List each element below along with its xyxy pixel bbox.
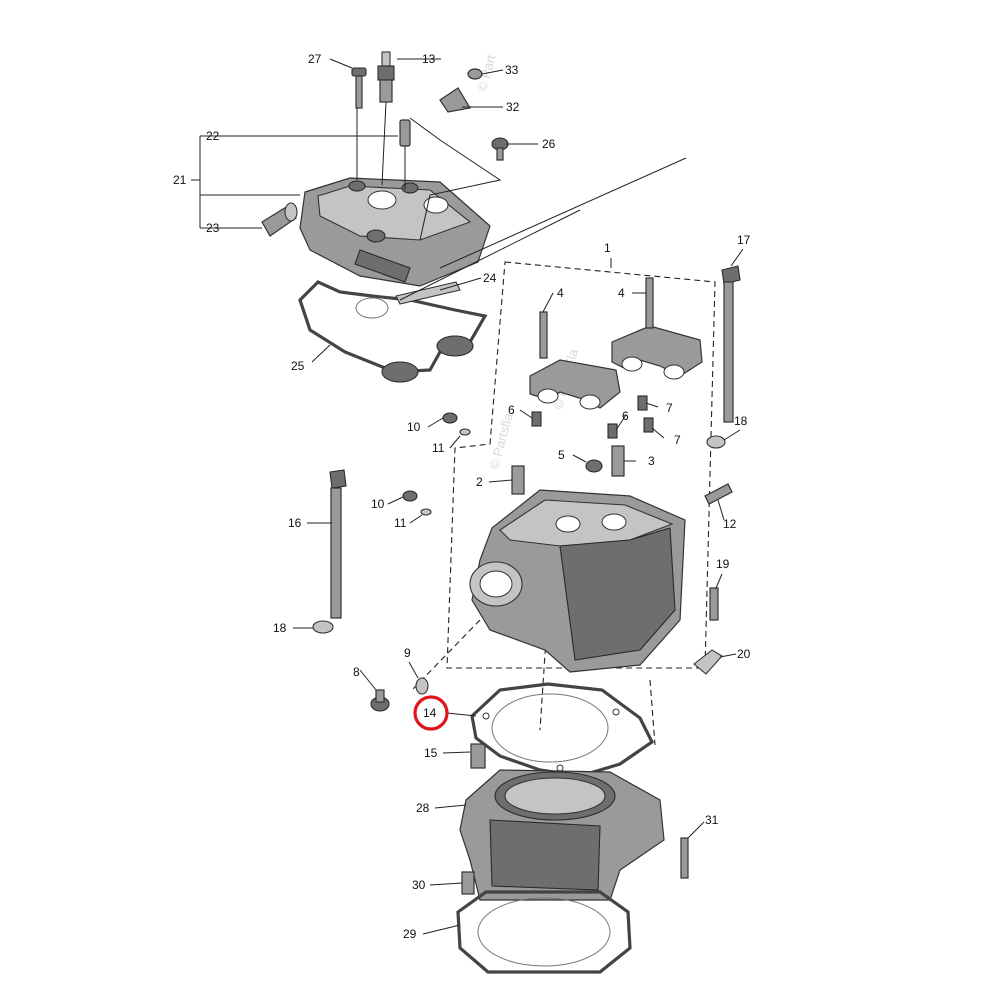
callout-6[interactable]: 6 <box>508 403 515 417</box>
callout-2[interactable]: 2 <box>476 475 483 489</box>
bolt-33 <box>467 68 483 80</box>
highlight-ring <box>413 695 449 731</box>
callout-10[interactable]: 10 <box>371 497 385 511</box>
dowel-7 <box>637 395 648 411</box>
camshaft-cap-right <box>611 325 703 380</box>
callout-29[interactable]: 29 <box>403 927 417 941</box>
callout-4[interactable]: 4 <box>557 286 564 300</box>
callout-labels: 1 2 3 4 4 5 6 6 7 7 8 9 10 10 11 11 12 1… <box>173 52 751 941</box>
bolt-19 <box>709 587 719 621</box>
callout-1[interactable]: 1 <box>604 241 611 255</box>
callout-27[interactable]: 27 <box>308 52 322 66</box>
callout-25[interactable]: 25 <box>291 359 305 373</box>
callout-18[interactable]: 18 <box>273 621 287 635</box>
bolt-31 <box>680 837 689 879</box>
callout-18[interactable]: 18 <box>734 414 748 428</box>
camshaft-cap-left <box>529 359 621 410</box>
callout-21[interactable]: 21 <box>173 173 187 187</box>
cylinder-head <box>469 489 686 673</box>
bolt-10 <box>442 412 458 424</box>
dowel-30 <box>461 871 475 895</box>
bolt-26 <box>491 137 509 161</box>
bolt-22 <box>399 119 411 147</box>
washer-18 <box>312 620 334 634</box>
bolt-4 <box>539 311 548 359</box>
callout-33[interactable]: 33 <box>505 63 519 77</box>
bracket-20 <box>693 649 723 675</box>
callout-4[interactable]: 4 <box>618 286 625 300</box>
callout-16[interactable]: 16 <box>288 516 302 530</box>
stud-bolt-17 <box>721 265 741 423</box>
callout-19[interactable]: 19 <box>716 557 730 571</box>
callout-15[interactable]: 15 <box>424 746 438 760</box>
o-ring-9 <box>415 677 429 695</box>
guide-2 <box>511 465 525 495</box>
callout-12[interactable]: 12 <box>723 517 737 531</box>
callout-7[interactable]: 7 <box>666 401 673 415</box>
callout-11[interactable]: 11 <box>394 516 407 530</box>
stud-bolt-16 <box>329 469 347 619</box>
spark-plug-13 <box>377 51 395 103</box>
callout-9[interactable]: 9 <box>404 646 411 660</box>
guide-3 <box>611 445 625 477</box>
sleeve-23 <box>261 202 298 237</box>
washer-18 <box>706 435 726 449</box>
callout-17[interactable]: 17 <box>737 233 751 247</box>
callout-24[interactable]: 24 <box>483 271 497 285</box>
seal-5 <box>585 459 603 473</box>
callout-32[interactable]: 32 <box>506 100 520 114</box>
bolt-27 <box>351 67 367 109</box>
callout-6[interactable]: 6 <box>622 409 629 423</box>
callout-13[interactable]: 13 <box>422 52 436 66</box>
o-ring-11 <box>459 428 471 436</box>
watermark-text: © Partsfla <box>486 411 516 471</box>
cylinder-base-gasket <box>456 890 632 974</box>
callout-14[interactable]: 14 <box>423 706 437 720</box>
o-ring-11 <box>420 508 432 516</box>
plate-24 <box>395 281 461 305</box>
dowel-15 <box>470 743 486 769</box>
callout-10[interactable]: 10 <box>407 420 421 434</box>
dowel-6 <box>531 411 542 427</box>
stud-12 <box>704 483 733 505</box>
cylinder-head-cover <box>299 177 491 287</box>
callout-23[interactable]: 23 <box>206 221 220 235</box>
cylinder-head-gasket <box>470 682 655 778</box>
callout-22[interactable]: 22 <box>206 129 220 143</box>
callout-7[interactable]: 7 <box>674 433 681 447</box>
callout-11[interactable]: 11 <box>432 441 445 455</box>
callout-5[interactable]: 5 <box>558 448 565 462</box>
bracket-32 <box>439 87 471 113</box>
bolt-10 <box>402 490 418 502</box>
dowel-6 <box>607 423 618 439</box>
callout-8[interactable]: 8 <box>353 665 360 679</box>
bolt-8 <box>370 689 390 712</box>
cylinder-block <box>459 769 665 901</box>
callout-26[interactable]: 26 <box>542 137 556 151</box>
callout-3[interactable]: 3 <box>648 454 655 468</box>
head-cover-gasket <box>298 280 488 383</box>
dowel-7 <box>643 417 654 433</box>
callout-20[interactable]: 20 <box>737 647 751 661</box>
callout-31[interactable]: 31 <box>705 813 719 827</box>
leader-lines <box>191 58 744 935</box>
bolt-4 <box>645 277 654 329</box>
callout-30[interactable]: 30 <box>412 878 426 892</box>
callout-28[interactable]: 28 <box>416 801 430 815</box>
